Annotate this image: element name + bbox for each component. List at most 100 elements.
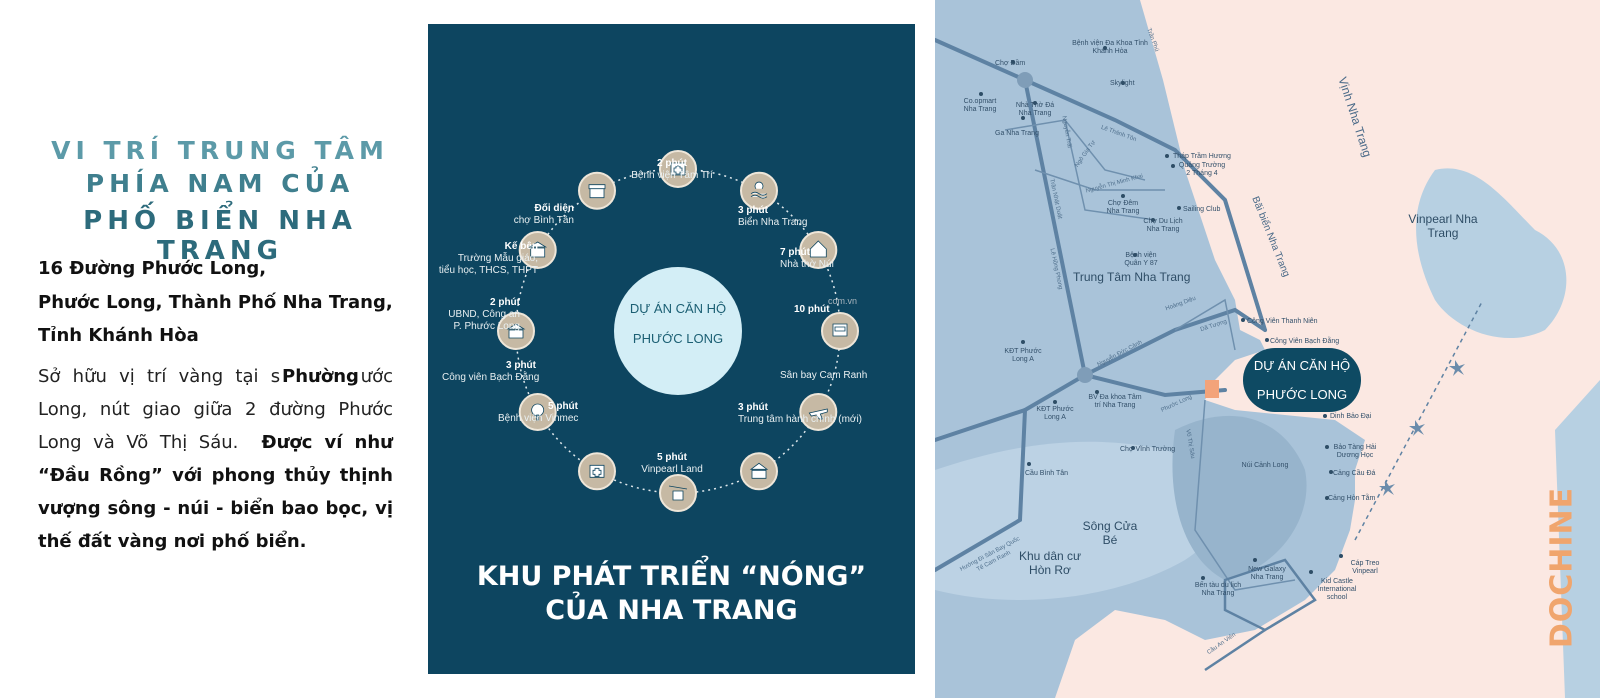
poi-label-13: BV Đa khoa Tâm trí Nha Trang [1088, 394, 1142, 409]
poi-label-5: Ga Nha Trang [995, 130, 1039, 137]
poi-dot [1121, 194, 1125, 198]
poi-dot [1053, 400, 1057, 404]
poi-dot [1021, 116, 1025, 120]
church-icon [809, 240, 827, 258]
panel-title: KHU PHÁT TRIỂN “NÓNG” CỦA NHA TRANG [428, 560, 915, 628]
poi-label-25: New Galaxy Nha Trang [1248, 566, 1286, 581]
poi-label-20: Bảo Tàng Hải Dương Học [1333, 444, 1377, 459]
poi-label-9: Chợ Đêm Nha Trang [1106, 200, 1140, 215]
poi-dot [1021, 340, 1025, 344]
roundabout-north [1017, 72, 1033, 88]
heading-line-3: PHỐ BIỂN NHA TRANG [83, 206, 357, 266]
poi-dot [1103, 46, 1107, 50]
stop-icon-3 [821, 312, 859, 350]
stop-icon-6 [659, 474, 697, 512]
poi-dot [1177, 206, 1181, 210]
poi-label-2: Skylight [1110, 80, 1135, 87]
poi-dot [1309, 570, 1313, 574]
area-label-0: Trung Tâm Nha Trang [1073, 270, 1191, 284]
poi-label-19: Dinh Bảo Đại [1330, 413, 1372, 420]
poi-dot [1171, 164, 1175, 168]
poi-dot [1095, 390, 1099, 394]
poi-label-17: Công Viên Thanh Niên [1247, 318, 1318, 325]
brand-text: DOCHINE [1544, 486, 1580, 649]
poi-label-21: Cảng Cầu Đá [1333, 470, 1376, 477]
heading-line-2: PHÍA NAM CỦA [85, 169, 355, 198]
stop-icon-10 [518, 231, 557, 269]
airplane-icons [1379, 360, 1465, 496]
stop-icon-1 [740, 171, 778, 210]
southern-roads [1204, 558, 1317, 672]
panel-title-line-1: KHU PHÁT TRIỂN “NÓNG” [476, 561, 867, 592]
poi-label-10: Chợ Du Lịch Nha Trang [1143, 218, 1183, 233]
poi-dot [1027, 462, 1031, 466]
poi-label-6: Tháp Trầm Hương [1173, 153, 1231, 160]
stop-icon-8 [518, 393, 557, 431]
stop-icon-0 [659, 150, 697, 188]
center-circle [614, 267, 742, 395]
bridge-road [1204, 628, 1266, 672]
hospital-icon [589, 464, 605, 478]
poi-label-7: Quảng Trường 2 Tháng 4 [1178, 162, 1226, 177]
road-segment [1064, 119, 1156, 221]
beach-icon [750, 181, 768, 199]
address-line-2: Phước Long, Thành Phố Nha Trang, [38, 292, 393, 313]
stop-icon-2 [799, 231, 838, 269]
poi-dot [1325, 496, 1329, 500]
market-icon [588, 184, 606, 199]
road-segment [1194, 399, 1296, 591]
poi-dot [1011, 60, 1015, 64]
poi-dot [1253, 558, 1257, 562]
project-marker [1205, 380, 1219, 398]
road-segment [935, 408, 1027, 572]
poi-dot [1133, 253, 1137, 257]
poi-dot [1201, 576, 1205, 580]
center-label-line-2: PHƯỚC LONG [632, 331, 724, 346]
map-drawing [935, 0, 1600, 698]
poi-label-8: Sailing Club [1183, 206, 1221, 213]
poi-dot [1033, 101, 1037, 105]
poi-label-1: Bệnh viện Đa Khoa Tỉnh Khánh Hòa [1072, 40, 1148, 55]
poi-dot [1325, 445, 1329, 449]
road-segment [1004, 119, 1146, 181]
poi-dot [1339, 554, 1343, 558]
panel-title-line-2: CỦA NHA TRANG [545, 595, 798, 626]
poi-label-23: Cáp Treo Vinpearl [1350, 560, 1380, 575]
airplane-icon [1379, 480, 1395, 496]
poi-dot [1241, 318, 1245, 322]
project-location-badge: DỰ ÁN CĂN HỘ PHƯỚC LONG [1243, 348, 1361, 412]
roundabout-west [1077, 367, 1093, 383]
mountain-area [1172, 415, 1307, 580]
center-label-line-1: DỰ ÁN CĂN HỘ [629, 301, 727, 316]
project-badge-line-1: DỰ ÁN CĂN HỘ [1253, 358, 1351, 373]
minor-roads [1004, 119, 1296, 591]
location-info-panel: VI TRÍ TRUNG TÂM PHÍA NAM CỦA PHỐ BIỂN N… [0, 0, 410, 698]
poi-label-26: Bến tàu du lịch Nha Trang [1194, 582, 1242, 597]
road-segment [935, 78, 1088, 442]
bus-icon [832, 323, 848, 337]
road-segment [1174, 298, 1236, 351]
beach-icon-background [740, 171, 778, 210]
road-segment [1034, 169, 1165, 191]
park-icon [531, 403, 545, 421]
cable-car-icon [668, 485, 688, 501]
heading-line-1: VI TRÍ TRUNG TÂM [51, 136, 389, 165]
poi-label-3: Co.opmart Nha Trang [963, 98, 997, 113]
stop-icon-9 [497, 312, 535, 350]
description-paragraph: Sở hữu vị trí vàng tại số 16 Phước Long,… [38, 360, 393, 558]
poi-label-4: Nhà Thờ Đá Nha Trang [1015, 102, 1055, 117]
address-line-1: 16 Đường Phước Long, [38, 258, 267, 279]
poi-dot [1131, 446, 1135, 450]
poi-label-14: KĐT Phước Long A [1036, 406, 1074, 421]
poi-dot [1329, 470, 1333, 474]
road-loop [1223, 558, 1317, 632]
brand-logo: DOCHINE [1545, 480, 1585, 670]
